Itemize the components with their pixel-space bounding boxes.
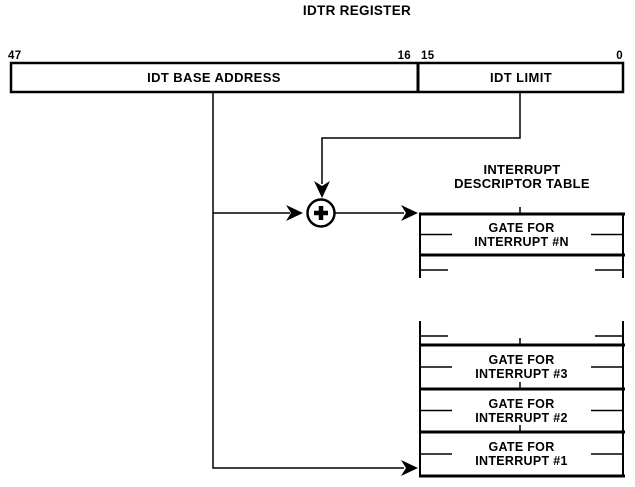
gate-entry-3-line2: INTERRUPT #3 [475,367,568,381]
gate-entry-2-line2: INTERRUPT #2 [475,410,568,425]
gate-entry-1: GATE FOR INTERRUPT #1 [420,432,623,476]
gate-entry-n: GATE FOR INTERRUPT #N [420,214,623,255]
idt-table-label-line2: DESCRIPTOR TABLE [454,176,590,191]
gate-entry-2: GATE FOR INTERRUPT #2 [420,389,623,432]
gate-entry-n-line1: GATE FOR [488,220,555,235]
idt-table [419,207,625,478]
arrowhead-limit-down-icon [314,181,330,198]
limit-to-adder-line [321,92,521,184]
idt-limit-field: IDT LIMIT [489,70,553,85]
gate-entry-3-line1: GATE FOR [488,353,555,367]
bit-0-label: 0 [616,50,623,62]
adder-circle [306,198,336,228]
gate-entry-2-line1: GATE FOR [488,396,555,411]
idt-base-address-field: IDT BASE ADDRESS [147,70,281,85]
bit-16-label: 16 [397,50,411,62]
diagram-title: IDTR REGISTER [302,3,412,18]
bit-47-label: 47 [8,50,22,62]
base-address-to-table-line [212,92,404,469]
gate-entry-1-line2: INTERRUPT #1 [475,454,568,468]
gate-entry-n-line2: INTERRUPT #N [474,234,569,249]
gate-entry-1-line1: GATE FOR [488,440,555,454]
plus-icon [314,206,328,220]
idtr-register-box [9,61,625,94]
bit-15-label: 15 [421,50,435,62]
idt-table-label: INTERRUPT DESCRIPTOR TABLE [454,163,590,191]
gate-entry-3: GATE FOR INTERRUPT #3 [420,345,623,389]
arrowhead-into-adder-icon [286,205,303,221]
arrowhead-into-table-bottom-icon [401,460,418,476]
idt-table-label-line1: INTERRUPT [483,162,561,177]
arrowhead-into-table-top-icon [401,205,418,221]
